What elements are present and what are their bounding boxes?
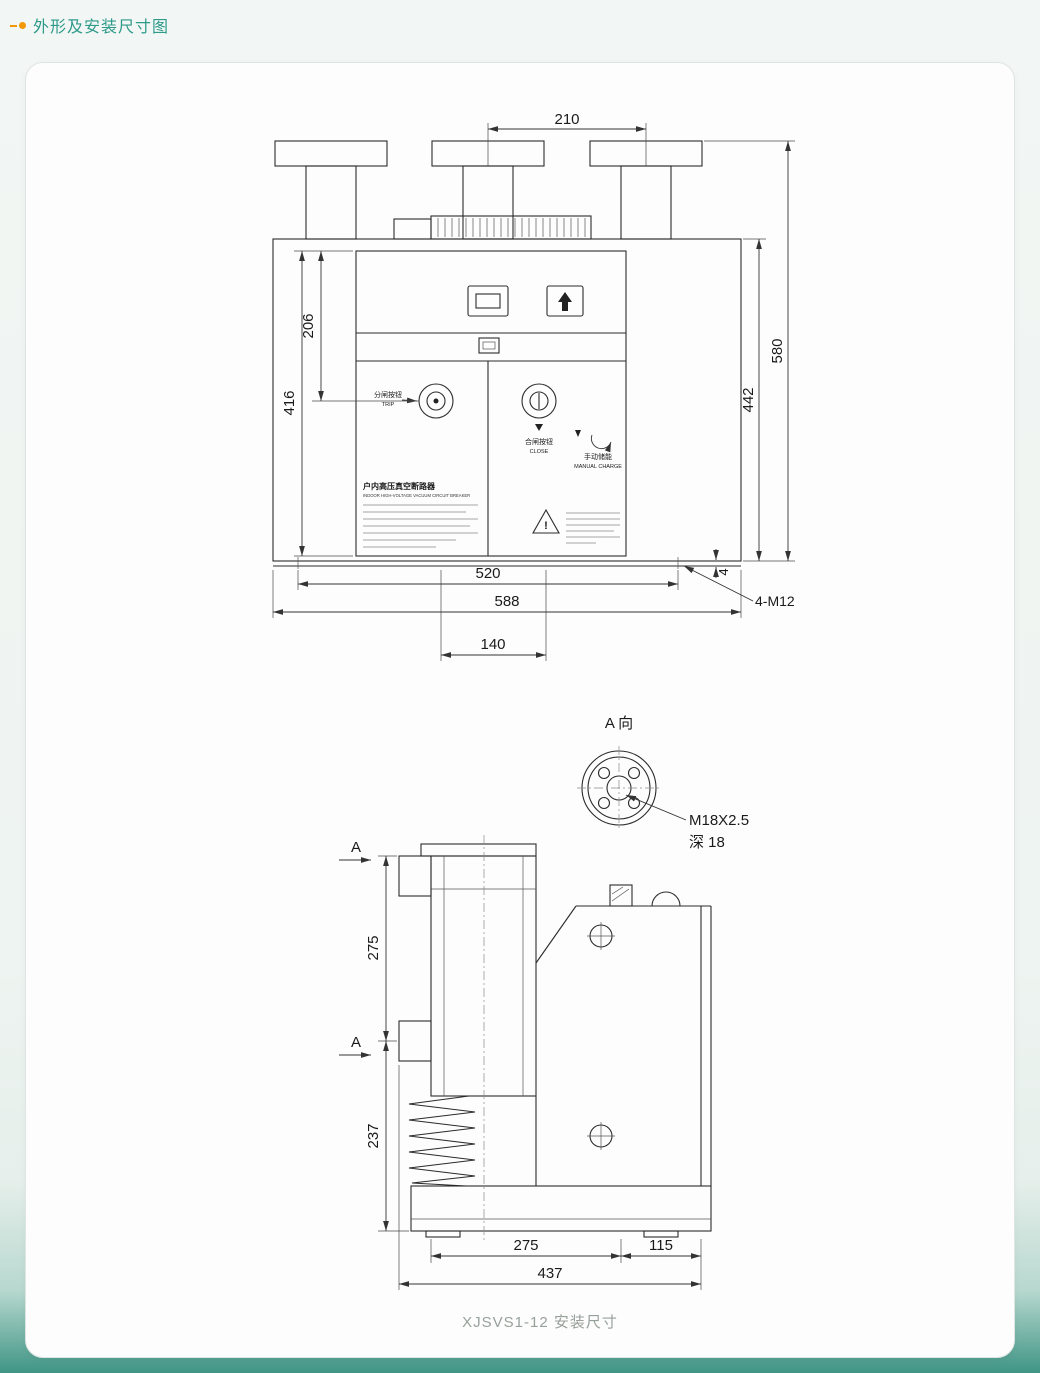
dim-206: 206 [300,313,317,338]
technical-drawing-svg: 分闸按钮 TRIP 合闸按钮 CLOSE 手动储能 MANUAL CHARGE [272,111,795,1290]
dim-140: 140 [480,636,505,653]
bolt-callout: 4-M12 [755,593,795,609]
close-label-cn: 合闸按钮 [525,437,553,446]
mounting-hole-lower [587,1122,615,1150]
dim-588: 588 [494,593,519,610]
diagram-card: 分闸按钮 TRIP 合闸按钮 CLOSE 手动储能 MANUAL CHARGE [25,62,1015,1358]
dim-520: 520 [475,565,500,582]
view-a-label: A 向 [605,715,633,732]
close-button [521,383,557,419]
upper-terminal [398,855,432,897]
close-label-en: CLOSE [530,449,549,455]
front-view-dimensions: 210 206 416 442 580 520 588 [272,111,795,661]
dim-580: 580 [769,338,786,363]
side-profile [398,835,712,1243]
breaker-body [272,215,742,569]
side-view: A 向 M18X2.5 深 18 [339,715,749,1290]
insulator-fins [408,1095,476,1187]
lower-terminal [398,1020,432,1062]
charging-handle-socket [478,337,500,354]
front-panel: 分闸按钮 TRIP 合闸按钮 CLOSE 手动储能 MANUAL CHARGE [355,250,627,557]
manual-charge-label-en: MANUAL CHARGE [574,464,622,470]
warning-triangle-icon [532,508,560,534]
cable-gland [609,884,633,907]
section-a-upper: A [351,839,361,856]
thread-depth: 深 18 [689,834,725,851]
dim-437: 437 [537,1265,562,1282]
dim-115: 115 [649,1237,673,1254]
section-header: 外形及安装尺寸图 [10,13,169,37]
section-markers: A A [339,839,371,1058]
base-frame [410,1185,712,1232]
operation-counter-window [467,285,509,317]
close-arrow-icon [535,424,543,431]
pole-end-view: A 向 M18X2.5 深 18 [577,715,749,851]
charge-indicator-window [546,285,584,317]
side-view-dimensions: 275 237 275 115 437 [365,855,702,1290]
warning-mark: ! [544,520,548,532]
warning-label: ! [532,508,620,544]
nameplate-subtitle: INDOOR HIGH-VOLTAGE VACUUM CIRCUIT BREAK… [363,493,470,498]
manual-charge-label-cn: 手动储能 [584,452,612,461]
dim-416: 416 [281,390,298,415]
dim-275-vertical: 275 [365,935,382,960]
bushing-poles [274,140,703,240]
trip-label-en: TRIP [382,402,395,408]
trip-label-cn: 分闸按钮 [374,390,402,399]
nameplate: 户内高压真空断路器 INDOOR HIGH-VOLTAGE VACUUM CIR… [363,481,478,548]
section-title: 外形及安装尺寸图 [33,19,170,36]
nameplate-title: 户内高压真空断路器 [363,481,436,491]
section-a-lower: A [351,1034,361,1051]
dim-275-horizontal: 275 [513,1237,538,1254]
nameplate-text-lines [363,504,478,548]
warning-text-lines [566,512,620,544]
mechanism-dome [651,891,681,907]
dim-top: 210 [554,111,579,128]
dim-4: 4 [716,568,731,575]
mounting-hole-upper [587,922,615,950]
dim-442: 442 [740,387,757,412]
manual-charge-symbol [575,430,612,453]
diagram-caption: XJSVS1-12 安装尺寸 [462,1314,618,1331]
thread-callout: M18X2.5 [689,812,749,829]
dim-237: 237 [365,1123,382,1148]
section-bullet-icon [10,17,27,33]
front-view: 分闸按钮 TRIP 合闸按钮 CLOSE 手动储能 MANUAL CHARGE [272,111,795,661]
trip-button [418,383,454,419]
